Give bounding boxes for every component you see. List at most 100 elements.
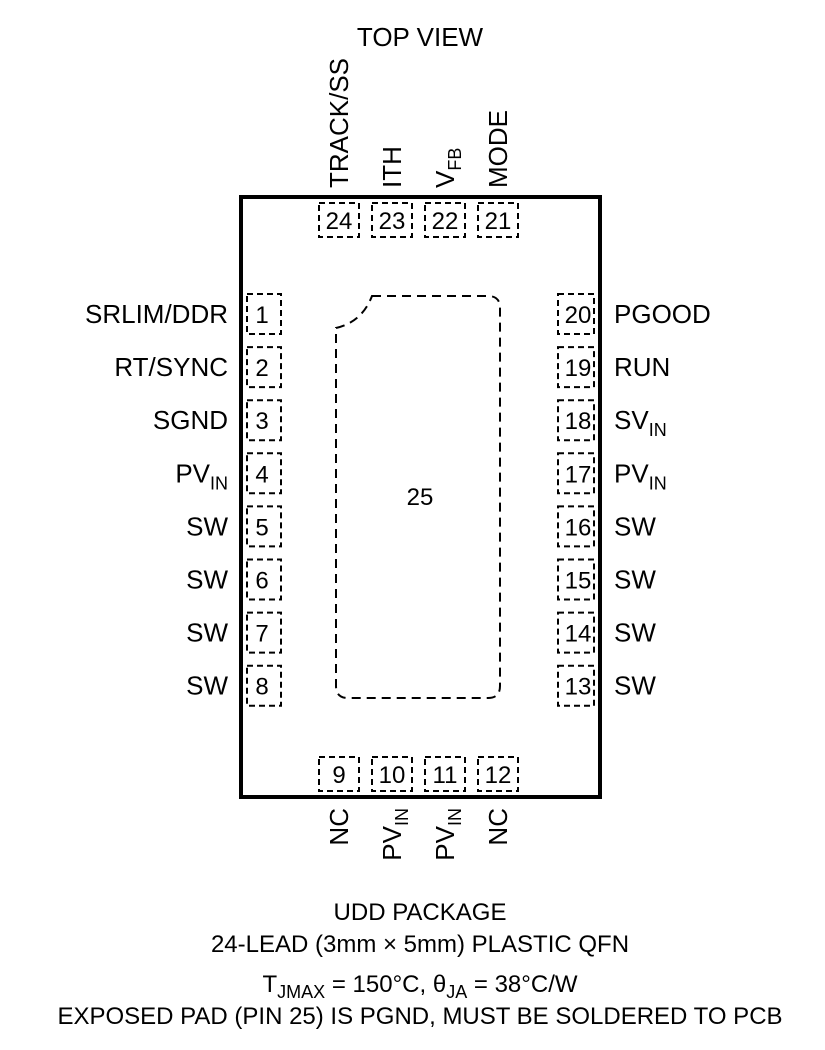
- pin-4: 4 PVIN: [175, 452, 282, 495]
- pin-label: PVIN: [377, 808, 412, 861]
- pin-16: 16 SW: [557, 505, 656, 548]
- pin-pad: [318, 202, 360, 238]
- pin-14: 14 SW: [557, 611, 656, 654]
- pin-number: 23: [379, 208, 406, 235]
- pin-number: 10: [379, 762, 406, 789]
- pin-label: RUN: [614, 352, 670, 382]
- pin-pad: [371, 756, 413, 792]
- pin-number: 13: [565, 674, 592, 701]
- pin-pad: [557, 611, 595, 654]
- pin-number: 15: [565, 568, 592, 595]
- caption-package: UDD PACKAGE: [334, 899, 507, 926]
- pin-pad: [424, 202, 466, 238]
- pin-label: SW: [186, 618, 228, 648]
- pin-pad: [246, 558, 282, 601]
- pin-number: 7: [255, 621, 268, 648]
- view-title: TOP VIEW: [357, 22, 484, 52]
- exposed-pad-number: 25: [407, 484, 434, 511]
- pin-label: SW: [186, 511, 228, 541]
- exposed-pad: [335, 295, 501, 699]
- pin-number: 24: [326, 208, 353, 235]
- pin-pad: [477, 202, 519, 238]
- pin-pad: [246, 452, 282, 495]
- pin-label: SW: [186, 565, 228, 595]
- pin-number: 18: [565, 408, 592, 435]
- pin-label: SW: [186, 671, 228, 701]
- pin-13: 13 SW: [557, 664, 656, 707]
- pin-label: NC: [483, 808, 513, 846]
- pin-pad: [557, 664, 595, 707]
- pin-pad: [246, 346, 282, 389]
- pin-label: SW: [614, 671, 656, 701]
- pin-9: 9NC: [318, 756, 360, 846]
- pin-label: ITH: [377, 146, 407, 188]
- pin-23: 23 ITH: [371, 146, 413, 238]
- pin-15: 15 SW: [557, 558, 656, 601]
- caption-thermal: TJMAX = 150°C, θJA = 38°C/W: [262, 971, 577, 1002]
- pin-pad: [557, 452, 595, 495]
- pin-pad: [557, 558, 595, 601]
- pin-number: 6: [255, 568, 268, 595]
- pin-number: 11: [433, 762, 458, 789]
- pin-number: 21: [485, 208, 512, 235]
- pin-pad: [246, 293, 282, 335]
- pin-pad: [477, 756, 519, 792]
- pin-17: 17 PVIN: [557, 452, 667, 495]
- pin-pad: [246, 399, 282, 442]
- pin-8: 8 SW: [186, 664, 282, 707]
- pin-pad: [424, 756, 466, 792]
- pin-number: 5: [255, 514, 268, 541]
- pin-20: 20 PGOOD: [557, 293, 711, 335]
- pin-number: 9: [332, 762, 345, 789]
- pin-7: 7 SW: [186, 611, 282, 654]
- pin-pad: [557, 505, 595, 548]
- pin-number: 14: [565, 621, 592, 648]
- pin-21: 21 MODE: [477, 110, 519, 238]
- pin-label: PVIN: [614, 458, 667, 493]
- caption-lead: 24-LEAD (3mm × 5mm) PLASTIC QFN: [211, 931, 629, 958]
- pin-pad: [246, 664, 282, 707]
- pin-label: SW: [614, 511, 656, 541]
- pin-pad: [557, 293, 595, 335]
- pin-label: RT/SYNC: [114, 352, 228, 382]
- pin-number: 2: [255, 355, 268, 382]
- pin-pad: [557, 399, 595, 442]
- pin-pad: [246, 505, 282, 548]
- pin-pad: [318, 756, 360, 792]
- pin-label: SW: [614, 565, 656, 595]
- pin-number: 12: [485, 762, 512, 789]
- pin-2: 2 RT/SYNC: [114, 346, 282, 389]
- pin-number: 16: [565, 514, 592, 541]
- pin-label: SGND: [153, 405, 228, 435]
- pin-pad: [246, 611, 282, 654]
- pin-label: VFB: [430, 148, 465, 188]
- pin-pad: [557, 346, 595, 389]
- pin-number: 19: [565, 355, 592, 382]
- pin-label: SRLIM/DDR: [85, 299, 228, 329]
- pin-18: 18 SVIN: [557, 399, 667, 442]
- pin-label: TRACK/SS: [324, 58, 354, 188]
- pin-label: SVIN: [614, 405, 667, 440]
- package-body: [239, 195, 602, 799]
- pin-24: 24 TRACK/SS: [318, 58, 360, 238]
- pin-number: 1: [255, 302, 268, 329]
- pin-22: 22 VFB: [424, 148, 466, 238]
- pin-label: PVIN: [175, 458, 228, 493]
- pin-number: 4: [255, 461, 268, 488]
- pin-1: 1 SRLIM/DDR: [85, 293, 282, 335]
- pin-number: 8: [255, 674, 268, 701]
- pin-number: 20: [565, 302, 592, 329]
- pin-label: MODE: [483, 110, 513, 188]
- pin-label: SW: [614, 618, 656, 648]
- pin-number: 17: [565, 461, 592, 488]
- pin-number: 22: [432, 208, 459, 235]
- pin-label: PGOOD: [614, 299, 711, 329]
- pin-label: NC: [324, 808, 354, 846]
